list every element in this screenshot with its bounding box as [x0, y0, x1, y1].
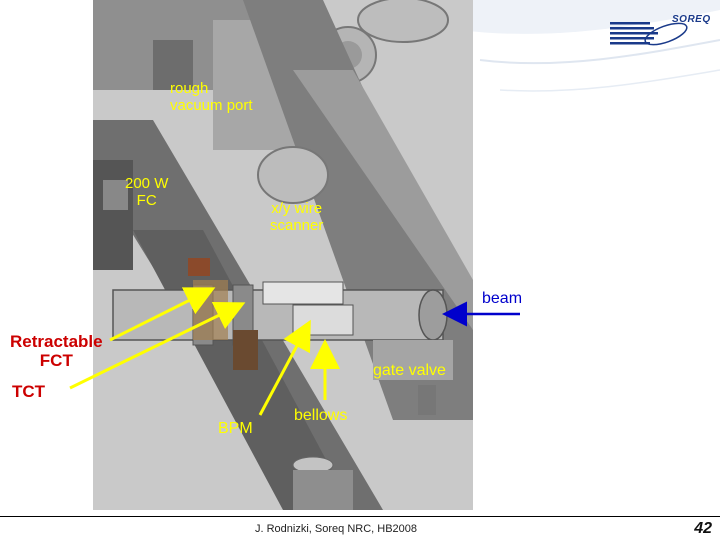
label-beam: beam — [482, 290, 523, 307]
footer-divider — [0, 516, 720, 517]
label-bellows: bellows — [294, 407, 348, 424]
logo-text: SOREQ — [672, 14, 711, 25]
label-retractable-fct: Retractable FCT — [10, 332, 103, 370]
footer-text: J. Rodnizki, Soreq NRC, HB2008 — [255, 523, 418, 535]
page-number: 42 — [694, 520, 712, 537]
label-gate-valve: gate valve — [373, 362, 446, 379]
decorative-swoosh — [460, 0, 720, 92]
label-bpm: BPM — [218, 420, 253, 437]
label-rough-vacuum-port: rough vacuum port — [170, 80, 253, 114]
beamline-cad-image — [93, 0, 473, 510]
label-fc: 200 W FC — [125, 175, 169, 209]
soreq-logo-icon — [610, 22, 688, 46]
label-tct: TCT — [12, 382, 46, 401]
label-xy-wire-scanner: x/y wire scanner — [270, 200, 324, 234]
